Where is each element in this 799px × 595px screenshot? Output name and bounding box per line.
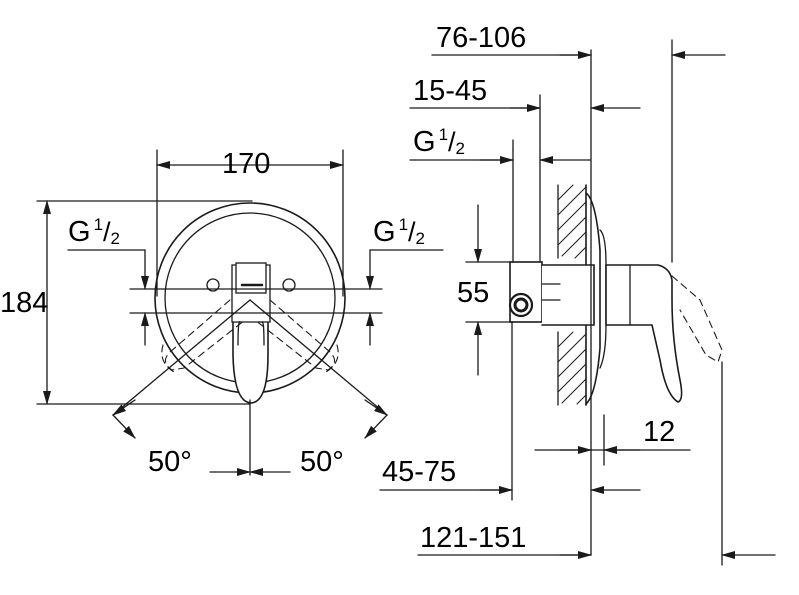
dim-label-15-45: 15-45 — [413, 75, 488, 107]
thread-letter: G — [413, 126, 436, 158]
thread-den: 2 — [455, 139, 466, 158]
dim-label-45-75: 45-75 — [382, 456, 457, 488]
thread-slash: / — [408, 217, 416, 247]
thread-slash: / — [448, 127, 456, 157]
dim-label-121-151: 121-151 — [420, 522, 527, 554]
thread-num: 1 — [398, 215, 409, 234]
thread-letter: G — [373, 216, 396, 248]
dim-angle-left-arrow — [112, 399, 136, 416]
angle-label-left: 50° — [148, 446, 192, 478]
dim-label-12: 12 — [643, 416, 676, 448]
side-view — [508, 39, 723, 566]
thread-letter: G — [68, 216, 91, 248]
dim-label-170: 170 — [222, 148, 271, 180]
thread-num: 1 — [438, 125, 449, 144]
dim-label-76-106: 76-106 — [436, 22, 527, 54]
dim-label-55: 55 — [457, 277, 490, 309]
lug-left — [206, 278, 220, 292]
dim-label-184: 184 — [0, 287, 49, 319]
cartridge — [235, 262, 267, 294]
angle-label-right: 50° — [300, 446, 344, 478]
dim-angle-right-arrow — [364, 399, 388, 416]
handle-profile — [605, 264, 683, 403]
front-view — [36, 149, 388, 476]
thread-num: 1 — [93, 215, 104, 234]
thread-den: 2 — [110, 229, 121, 248]
thread-slash: / — [103, 217, 111, 247]
thread-den: 2 — [415, 229, 426, 248]
lug-right — [282, 278, 296, 292]
